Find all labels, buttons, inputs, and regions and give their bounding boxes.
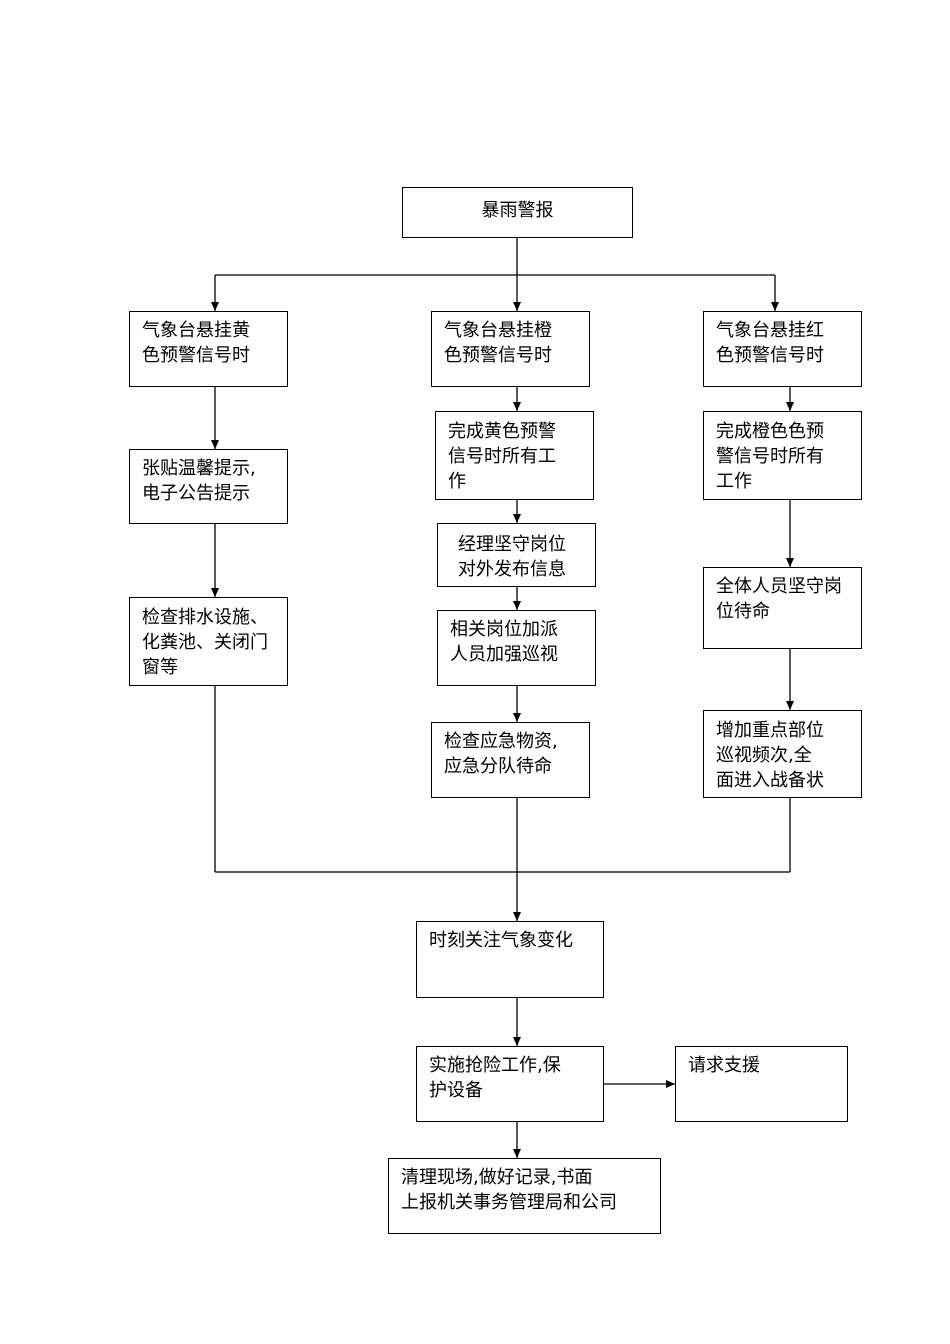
- middle-step4-line-1: 检查应急物资,: [444, 731, 558, 752]
- left-step2-line-1: 检查排水设施、: [142, 607, 268, 628]
- monitor-weather-box: 时刻关注气象变化: [416, 921, 604, 998]
- cleanup-line-1: 清理现场,做好记录,书面: [401, 1167, 593, 1188]
- right-step3-line-2: 巡视频次,全: [716, 745, 812, 766]
- middle-step3-line-1: 相关岗位加派: [450, 619, 558, 640]
- middle-step3-box: 相关岗位加派 人员加强巡视: [437, 610, 596, 686]
- middle-step1-box: 完成黄色预警 信号时所有工 作: [435, 411, 594, 500]
- middle-trigger-line-1: 气象台悬挂橙: [444, 320, 552, 341]
- right-step1-line-2: 警信号时所有: [716, 446, 824, 467]
- middle-step1-line-2: 信号时所有工: [448, 446, 556, 467]
- right-step2-box: 全体人员坚守岗 位待命: [703, 567, 862, 649]
- middle-step4-box: 检查应急物资, 应急分队待命: [431, 722, 590, 798]
- right-trigger-box: 气象台悬挂红 色预警信号时: [703, 311, 862, 387]
- cleanup-line-2: 上报机关事务管理局和公司: [401, 1192, 617, 1213]
- right-step1-box: 完成橙色色预 警信号时所有 工作: [703, 411, 862, 500]
- left-trigger-line-1: 气象台悬挂黄: [142, 320, 250, 341]
- support-text: 请求支援: [688, 1055, 760, 1076]
- right-step1-line-1: 完成橙色色预: [716, 421, 824, 442]
- middle-step2-box: 经理坚守岗位 对外发布信息: [437, 523, 596, 587]
- monitor-text: 时刻关注气象变化: [429, 930, 573, 951]
- left-step2-line-2: 化粪池、关闭门: [142, 632, 268, 653]
- cleanup-box: 清理现场,做好记录,书面 上报机关事务管理局和公司: [388, 1158, 661, 1234]
- right-step3-line-3: 面进入战备状: [716, 770, 824, 791]
- middle-step2-line-1: 经理坚守岗位: [458, 534, 566, 555]
- left-step1-line-2: 电子公告提示: [142, 483, 250, 504]
- middle-step3-line-2: 人员加强巡视: [450, 644, 558, 665]
- left-step2-line-3: 窗等: [142, 657, 178, 678]
- middle-trigger-box: 气象台悬挂橙 色预警信号时: [431, 311, 590, 387]
- right-trigger-line-1: 气象台悬挂红: [716, 320, 824, 341]
- rescue-line-1: 实施抢险工作,保: [429, 1055, 561, 1076]
- right-step2-line-1: 全体人员坚守岗: [716, 576, 842, 597]
- support-box: 请求支援: [675, 1046, 848, 1122]
- left-trigger-line-2: 色预警信号时: [142, 345, 250, 366]
- rescue-line-2: 护设备: [429, 1080, 483, 1101]
- left-trigger-box: 气象台悬挂黄 色预警信号时: [129, 311, 288, 387]
- left-step1-box: 张贴温馨提示, 电子公告提示: [129, 449, 288, 524]
- middle-step2-line-2: 对外发布信息: [458, 559, 566, 580]
- middle-trigger-line-2: 色预警信号时: [444, 345, 552, 366]
- left-step2-box: 检查排水设施、 化粪池、关闭门 窗等: [129, 597, 288, 686]
- left-step1-line-1: 张贴温馨提示,: [142, 458, 256, 479]
- right-step3-line-1: 增加重点部位: [716, 720, 824, 741]
- start-text: 暴雨警报: [481, 200, 554, 221]
- middle-step4-line-2: 应急分队待命: [444, 756, 552, 777]
- middle-step1-line-1: 完成黄色预警: [448, 421, 556, 442]
- right-step1-line-3: 工作: [716, 471, 752, 492]
- right-step3-box: 增加重点部位 巡视频次,全 面进入战备状: [703, 710, 862, 798]
- right-trigger-line-2: 色预警信号时: [716, 345, 824, 366]
- rescue-box: 实施抢险工作,保 护设备: [416, 1046, 604, 1122]
- middle-step1-line-3: 作: [448, 471, 466, 492]
- start-box-heavy-rain-alert: 暴雨警报: [402, 187, 633, 238]
- right-step2-line-2: 位待命: [716, 601, 770, 622]
